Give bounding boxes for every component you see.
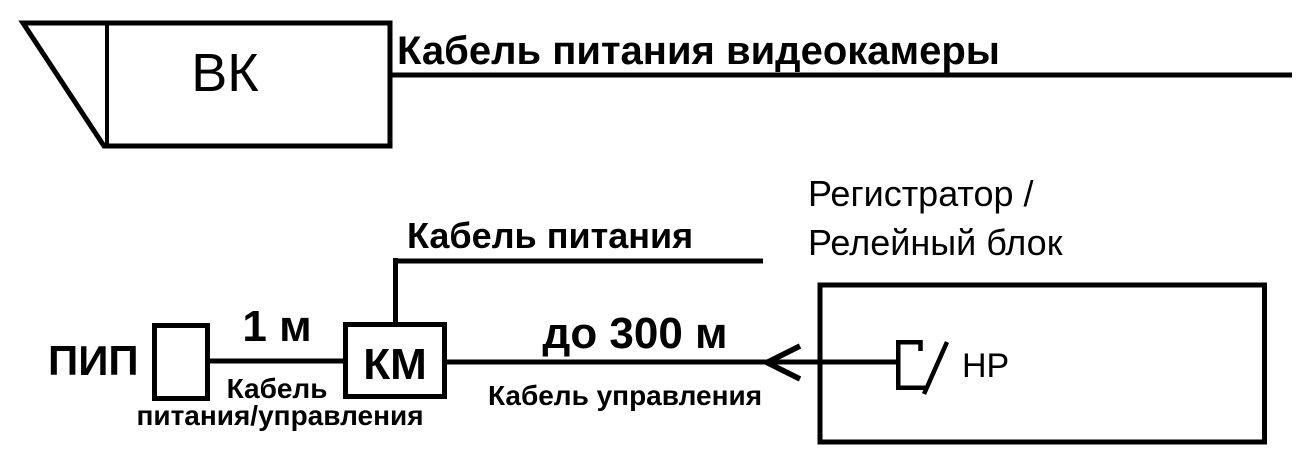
camera-power-cable-label: Кабель питания видеокамеры: [397, 29, 1000, 73]
pip-km-cable-name-line2: питания/управления: [136, 400, 424, 431]
pip-box: [152, 323, 210, 401]
relay-contact-symbol: [896, 340, 925, 390]
power-cable-label: Кабель питания: [407, 215, 694, 256]
pip-km-distance-label: 1 м: [242, 302, 312, 351]
km-box: [343, 322, 447, 399]
relay-contact-label: НР: [962, 347, 1010, 385]
pip-km-cable-name-line1: Кабель: [226, 373, 328, 404]
km-label: КМ: [363, 340, 427, 389]
control-cable-label: Кабель управления: [487, 380, 763, 411]
recorder-label-line2: Релейный блок: [808, 222, 1063, 263]
control-cable-arrowhead: [760, 343, 802, 382]
pip-label: ПИП: [48, 337, 139, 384]
video-camera-outline: [18, 20, 393, 149]
relay-contact-slash: [921, 341, 950, 395]
camera-label: ВК: [191, 43, 259, 103]
control-cable-distance-label: до 300 м: [542, 309, 728, 358]
recorder-label-line1: Регистратор /: [808, 173, 1034, 214]
recorder-box: [817, 282, 1267, 445]
recorder-label: Регистратор / Релейный блок: [808, 169, 1062, 267]
